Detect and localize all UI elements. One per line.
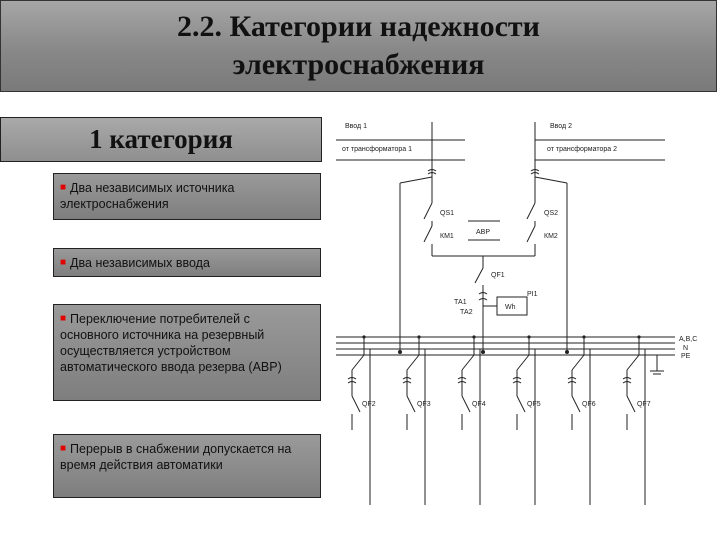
km1-blade [423, 225, 433, 243]
bus-junction-dot [472, 335, 476, 339]
bullet-marker-icon: ■ [60, 182, 67, 193]
ta2-label: ТА2 [460, 309, 473, 316]
feeder-label: QF4 [472, 401, 486, 408]
title-line-2: электроснабжения [232, 48, 485, 81]
feeder-qf2 [347, 335, 371, 505]
breaker-blade [406, 395, 416, 413]
bullet-marker-icon: ■ [60, 313, 67, 324]
category-label: 1 категория [89, 124, 233, 154]
bus-pe-label: PE [681, 353, 691, 360]
bullet-text: Два независимых ввода [70, 256, 210, 270]
qf1-label: QF1 [491, 272, 505, 279]
title-line-1: 2.2. Категории надежности [177, 10, 540, 43]
qf1-blade [474, 267, 484, 284]
feeder-label: QF3 [417, 401, 431, 408]
breaker-blade [461, 395, 471, 413]
input1-label: Ввод 1 [345, 123, 367, 130]
feeder-qf6 [567, 335, 591, 505]
feeder-label: QF2 [362, 401, 376, 408]
input2-source: от трансформатора 2 [547, 146, 617, 153]
bus-abc-label: A,B,C [679, 336, 697, 343]
bus-junction-dot [637, 335, 641, 339]
km2-label: КМ2 [544, 233, 558, 240]
bus-junction-dot [417, 335, 421, 339]
pi1-label: PI1 [527, 291, 538, 298]
bullet-marker-icon: ■ [60, 443, 67, 454]
feeder-qf3 [402, 335, 426, 505]
feeder-group: QF2 QF3 QF4 QF5 QF6 QF7 [347, 335, 651, 505]
bullet-box-two-sources: ■Два независимых источника электроснабже… [53, 173, 321, 220]
bullet-box-avr-switching: ■Переключение потребителей с основного и… [53, 304, 321, 401]
ta1-label: ТА1 [454, 299, 467, 306]
breaker-blade [516, 395, 526, 413]
km1-label: КМ1 [440, 233, 454, 240]
bullet-text: Два независимых источника электроснабжен… [60, 181, 235, 211]
qs1-blade [423, 202, 433, 220]
bullet-box-interruption: ■Перерыв в снабжении допускается на врем… [53, 434, 321, 498]
bus-junction-dot [362, 335, 366, 339]
input1-source: от трансформатора 1 [342, 146, 412, 153]
category-heading: 1 категория [0, 117, 322, 162]
feeder-qf4 [457, 335, 481, 505]
bullet-marker-icon: ■ [60, 257, 67, 268]
bullet-text: Переключение потребителей с основного ис… [60, 312, 282, 374]
bus-n-label: N [683, 345, 688, 352]
avr-label: АВР [476, 229, 490, 236]
breaker-blade [351, 395, 361, 413]
feeder-qf7 [622, 335, 646, 505]
qs2-label: QS2 [544, 210, 558, 217]
feeder-label: QF5 [527, 401, 541, 408]
feeder-label: QF7 [637, 401, 651, 408]
wh-label: Wh [505, 304, 516, 311]
title-banner: 2.2. Категории надежности электроснабжен… [0, 0, 717, 92]
km2-blade [526, 225, 536, 243]
bus-junction-dot [582, 335, 586, 339]
feeder-label: QF6 [582, 401, 596, 408]
qs1-label: QS1 [440, 210, 454, 217]
qs2-blade [526, 202, 536, 220]
bullet-text: Перерыв в снабжении допускается на время… [60, 442, 292, 472]
breaker-blade [626, 395, 636, 413]
input2-label: Ввод 2 [550, 123, 572, 130]
breaker-blade [571, 395, 581, 413]
bullet-box-two-inputs: ■Два независимых ввода [53, 248, 321, 277]
feeder-qf5 [512, 335, 536, 505]
bus-junction-dot [527, 335, 531, 339]
